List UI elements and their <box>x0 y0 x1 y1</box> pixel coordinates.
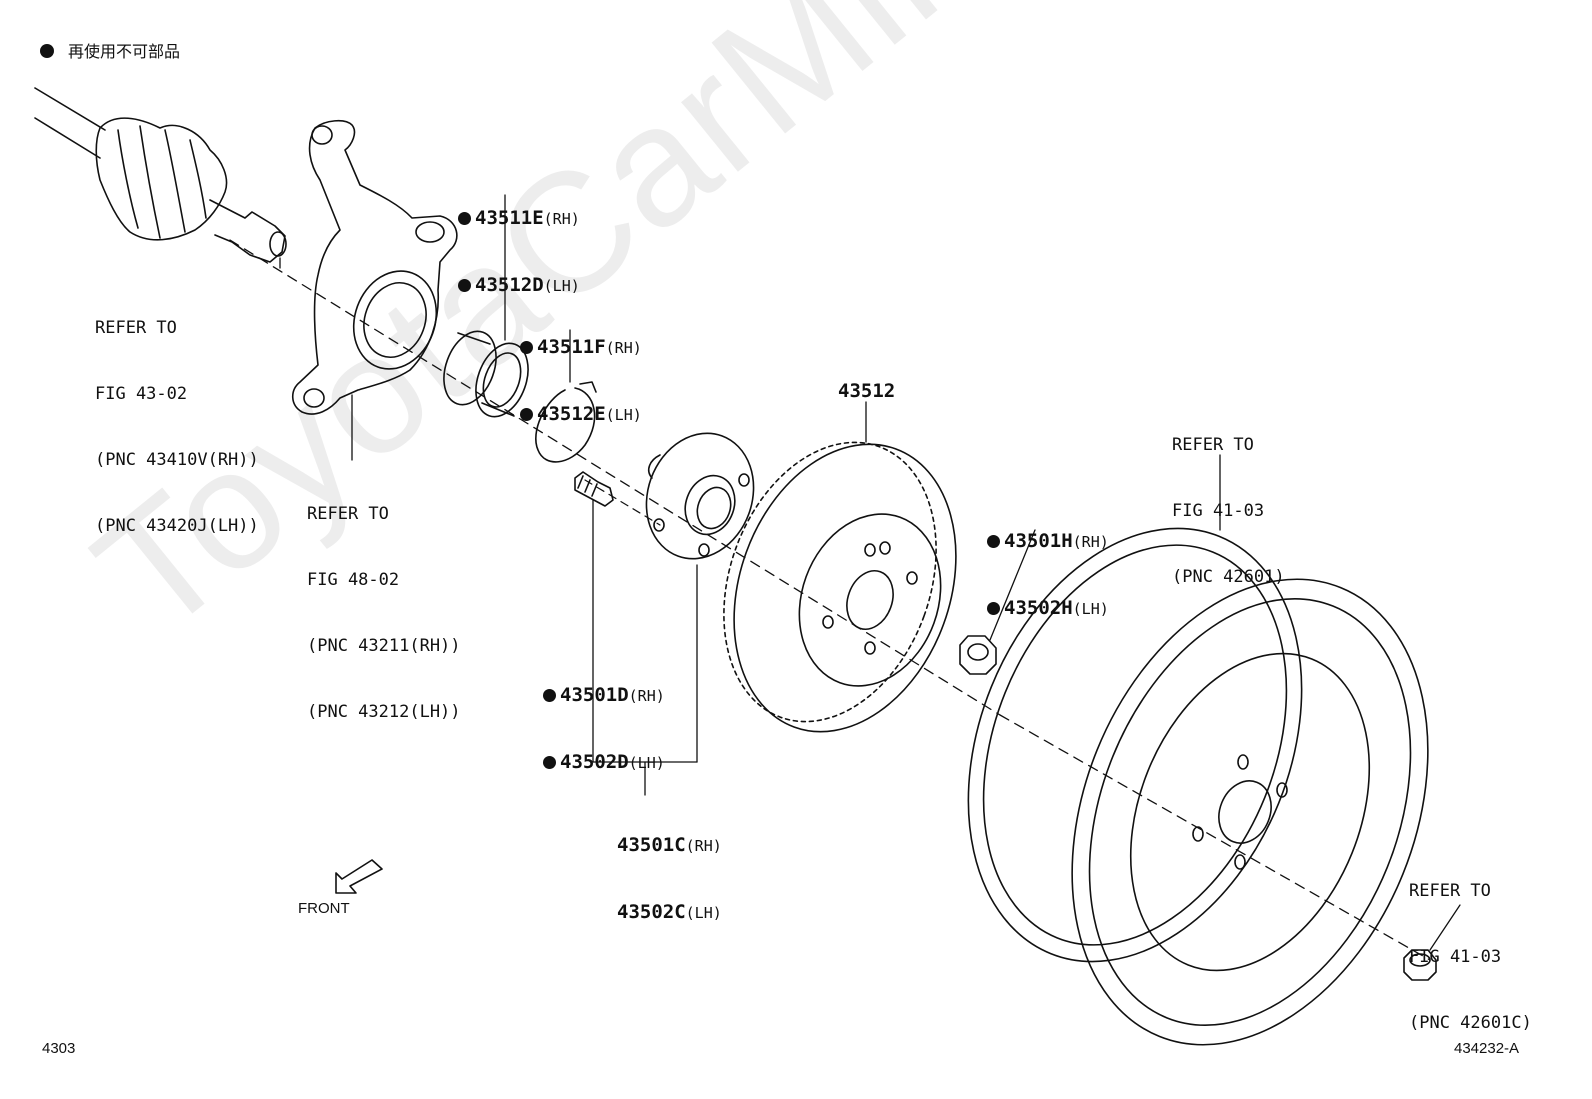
part-number: 43501D <box>560 684 629 706</box>
non-reusable-dot-icon <box>543 689 556 702</box>
side-tag: (LH) <box>605 406 642 424</box>
ref-line: (PNC 42601) <box>1172 567 1285 587</box>
side-tag: (LH) <box>1072 600 1109 618</box>
front-arrow-icon <box>335 859 383 894</box>
wheel-nut <box>1403 904 1461 981</box>
ref-line: REFER TO <box>307 504 389 524</box>
part-number-row: 43512E(LH) <box>520 403 642 426</box>
drive-shaft <box>34 87 287 263</box>
ref-line: (PNC 43420J(LH)) <box>95 516 259 536</box>
part-number: 43511E <box>475 207 544 229</box>
ref-line: FIG 43-02 <box>95 384 188 404</box>
part-number-row: 43511E(RH) <box>458 207 580 230</box>
ref-line: (PNC 43410V(RH)) <box>95 450 259 470</box>
label-rotor: 43512 <box>838 380 896 402</box>
part-number-row: 43502D(LH) <box>543 751 665 774</box>
side-tag: (RH) <box>605 339 642 357</box>
label-bearing: 43511E(RH) 43512D(LH) <box>458 163 580 341</box>
part-number-row: 43511F(RH) <box>520 336 642 359</box>
label-snap-ring: 43511F(RH) 43512E(LH) <box>520 292 642 470</box>
brake-disc-rotor <box>723 401 957 733</box>
ref-line: (PNC 43212(LH)) <box>307 702 461 722</box>
ref-line: FIG 48-02 <box>307 570 400 590</box>
wheel-axis <box>999 714 1431 961</box>
part-number: 43501C <box>617 834 686 856</box>
non-reusable-dot-icon <box>458 212 471 225</box>
part-number-row: 43501H(RH) <box>987 530 1109 553</box>
non-reusable-dot-icon <box>458 279 471 292</box>
label-lock-nut: 43501H(RH) 43502H(LH) <box>987 486 1109 664</box>
side-tag: (RH) <box>1072 533 1109 551</box>
page-number: 4303 <box>42 1040 76 1057</box>
part-number: 43502C <box>617 901 686 923</box>
side-tag: (LH) <box>628 754 665 772</box>
part-number: 43511F <box>537 336 606 358</box>
part-number: 43512D <box>475 274 544 296</box>
axle-hub <box>592 432 755 796</box>
ref-line: FIG 41-03 <box>1172 501 1265 521</box>
disc-wheel <box>967 454 1429 1046</box>
ref-line: REFER TO <box>95 318 177 338</box>
part-number-row: 43501C(RH) <box>617 834 722 857</box>
ref-line: FIG 41-03 <box>1409 947 1502 967</box>
label-hub-bolt: 43501D(RH) 43502D(LH) <box>543 640 665 818</box>
steering-knuckle <box>291 119 458 461</box>
non-reusable-dot-icon <box>520 341 533 354</box>
hub-bolt <box>574 471 614 763</box>
side-tag: (LH) <box>685 904 722 922</box>
non-reusable-dot-icon <box>987 535 1000 548</box>
non-reusable-dot-icon <box>543 756 556 769</box>
side-tag: (RH) <box>543 210 580 228</box>
side-tag: (RH) <box>628 687 665 705</box>
part-number-row: 43502C(LH) <box>617 901 722 924</box>
front-label: FRONT <box>298 900 350 917</box>
lock-nut <box>959 529 1036 675</box>
assembly-axis <box>229 239 1001 716</box>
label-wheel-ref: REFER TO FIG 41-03 (PNC 42601) <box>1172 390 1285 632</box>
non-reusable-dot-icon <box>40 44 54 58</box>
part-number-row: 43512D(LH) <box>458 274 580 297</box>
non-reusable-dot-icon <box>987 602 1000 615</box>
part-number: 43512E <box>537 403 606 425</box>
illustration-id: 434232-A <box>1454 1040 1520 1057</box>
part-number: 43502H <box>1004 597 1073 619</box>
hub-bearing <box>443 194 529 418</box>
ref-line: REFER TO <box>1409 881 1491 901</box>
label-wheel-nut-ref: REFER TO FIG 41-03 (PNC 42601C) <box>1409 836 1532 1078</box>
ref-line: REFER TO <box>1172 435 1254 455</box>
side-tag: (LH) <box>543 277 580 295</box>
legend: 再使用不可部品 <box>40 38 180 62</box>
part-number: 43501H <box>1004 530 1073 552</box>
ref-line: (PNC 42601C) <box>1409 1013 1532 1033</box>
part-number: 43502D <box>560 751 629 773</box>
snap-ring <box>535 329 597 463</box>
ref-line: (PNC 43211(RH)) <box>307 636 461 656</box>
part-number-row: 43501D(RH) <box>543 684 665 707</box>
non-reusable-dot-icon <box>520 408 533 421</box>
part-number-row: 43502H(LH) <box>987 597 1109 620</box>
label-drive-shaft-ref: REFER TO FIG 43-02 (PNC 43410V(RH)) (PNC… <box>95 273 259 581</box>
label-axle-hub: 43501C(RH) 43502C(LH) <box>617 790 722 968</box>
side-tag: (RH) <box>685 837 722 855</box>
legend-text: 再使用不可部品 <box>68 44 181 61</box>
label-knuckle-ref: REFER TO FIG 48-02 (PNC 43211(RH)) (PNC … <box>307 459 461 767</box>
